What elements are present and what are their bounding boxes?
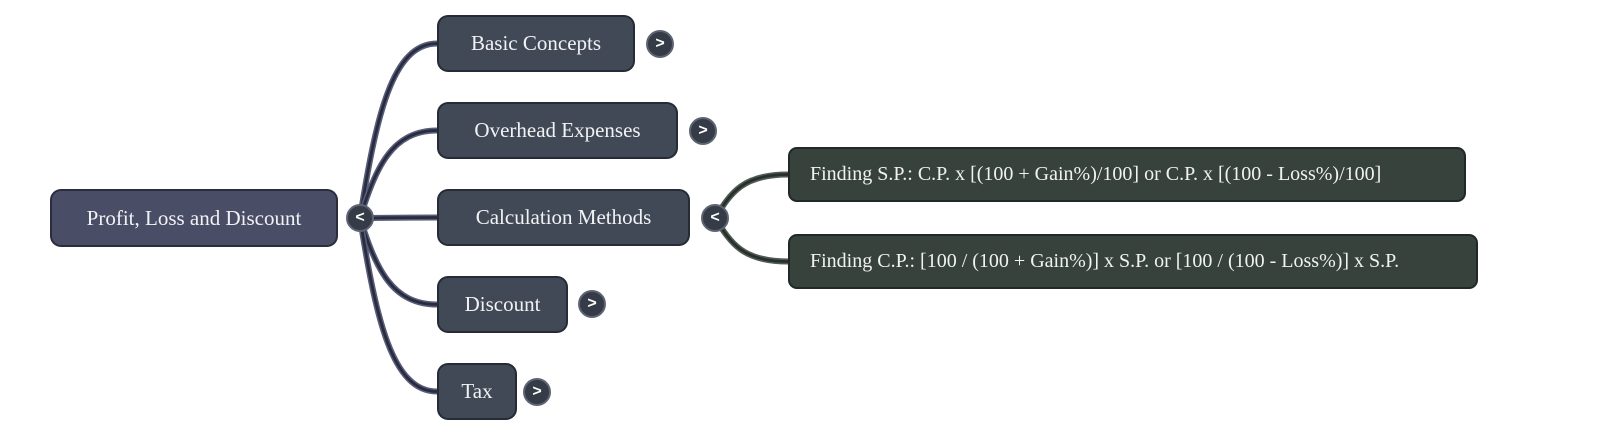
- node-label: Finding S.P.: C.P. x [(100 + Gain%)/100]…: [810, 163, 1382, 185]
- node-finding-sp-formula[interactable]: Finding S.P.: C.P. x [(100 + Gain%)/100]…: [788, 147, 1466, 202]
- node-label: Calculation Methods: [475, 205, 652, 229]
- node-label: Basic Concepts: [470, 31, 602, 55]
- chevron-left-icon: <: [710, 209, 720, 226]
- node-discount[interactable]: Discount: [437, 276, 568, 333]
- node-basic-concepts[interactable]: Basic Concepts: [437, 15, 635, 72]
- chevron-right-icon: >: [655, 35, 665, 52]
- expand-toggle-basic-concepts[interactable]: >: [646, 30, 674, 58]
- expand-toggle-discount[interactable]: >: [578, 290, 606, 318]
- node-label: Overhead Expenses: [474, 118, 641, 142]
- node-overhead-expenses[interactable]: Overhead Expenses: [437, 102, 678, 159]
- node-label: Tax: [461, 379, 493, 403]
- node-tax[interactable]: Tax: [437, 363, 517, 420]
- collapse-toggle-root[interactable]: <: [346, 204, 374, 232]
- node-label: Finding C.P.: [100 / (100 + Gain%)] x S.…: [810, 250, 1400, 272]
- chevron-right-icon: >: [532, 383, 542, 400]
- chevron-left-icon: <: [355, 209, 365, 226]
- chevron-right-icon: >: [698, 122, 708, 139]
- expand-toggle-tax[interactable]: >: [523, 378, 551, 406]
- expand-toggle-overhead-expenses[interactable]: >: [689, 117, 717, 145]
- collapse-toggle-calculation-methods[interactable]: <: [701, 204, 729, 232]
- node-profit-loss-discount[interactable]: Profit, Loss and Discount: [50, 189, 338, 247]
- node-calculation-methods[interactable]: Calculation Methods: [437, 189, 690, 246]
- node-finding-cp-formula[interactable]: Finding C.P.: [100 / (100 + Gain%)] x S.…: [788, 234, 1478, 289]
- node-label: Profit, Loss and Discount: [86, 205, 302, 230]
- node-label: Discount: [464, 292, 541, 316]
- chevron-right-icon: >: [587, 295, 597, 312]
